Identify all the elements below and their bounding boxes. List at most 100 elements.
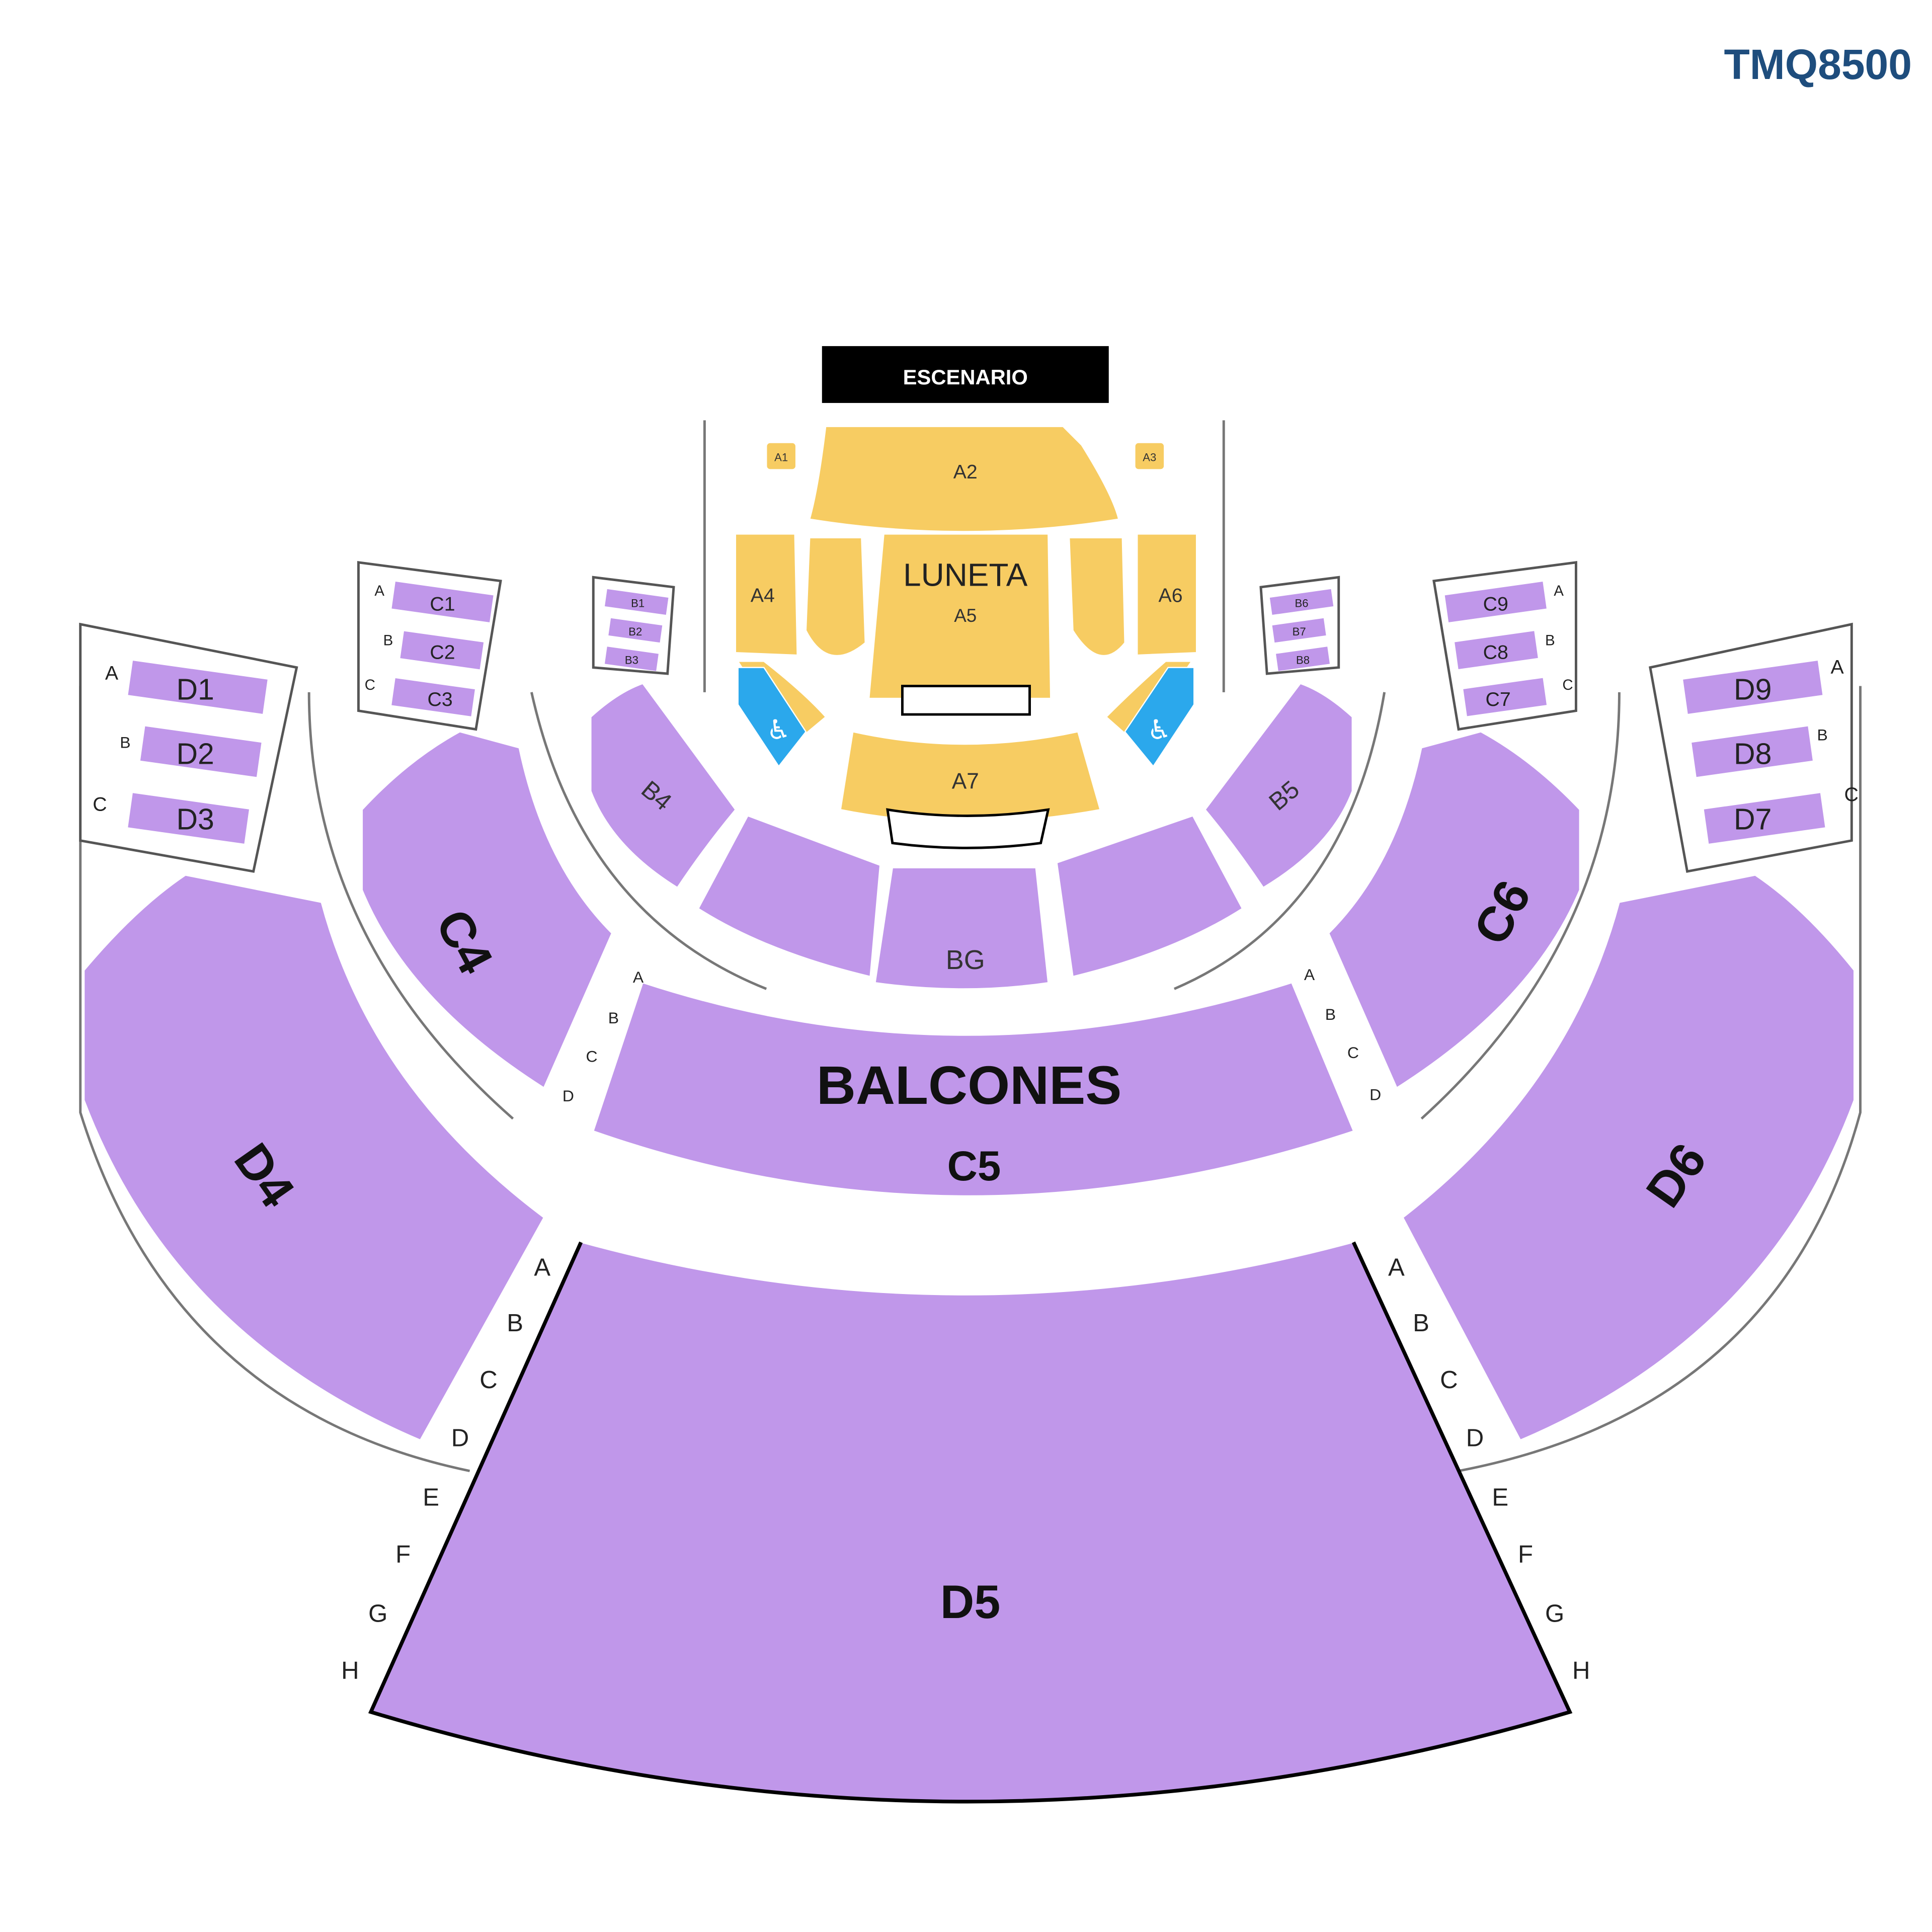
box-b8[interactable] [1275,647,1330,671]
section-b-right[interactable] [1056,815,1243,978]
row-label: C [586,1047,598,1065]
box-d9[interactable] [1683,661,1823,714]
row-label: A [1388,1254,1405,1281]
row-label: B [1413,1310,1429,1337]
box-b3[interactable] [604,647,659,671]
box-c1[interactable] [391,582,494,622]
row-label: C [1347,1043,1359,1062]
section-label-a7: A7 [952,769,979,793]
stage-label: ESCENARIO [903,365,1028,389]
box-b6[interactable] [1269,589,1334,615]
row-label: C [1440,1366,1458,1394]
section-d4[interactable] [83,874,545,1441]
section-bg[interactable] [874,867,1049,990]
box-c9[interactable] [1444,582,1547,622]
row-label: B [120,733,130,751]
accessible-seating-right[interactable] [1124,667,1195,768]
box-label-d1: D1 [176,674,214,706]
box-d1[interactable] [128,661,268,714]
box-c8[interactable] [1455,631,1538,669]
row-label: C [365,677,375,693]
row-label: D [562,1087,574,1105]
row-label: E [1492,1484,1508,1511]
box-d2[interactable] [140,726,262,777]
row-label: G [368,1600,387,1627]
section-a6[interactable] [1137,533,1197,656]
box-c2[interactable] [400,631,484,670]
box-d7[interactable] [1704,793,1825,844]
row-label: B [1817,726,1828,744]
row-label: C [93,793,107,816]
box-label-d9: D9 [1734,674,1772,706]
box-label-b1: B1 [631,597,645,609]
section-a5[interactable] [868,533,1052,699]
section-label-a2: A2 [953,461,978,483]
row-label: B [1545,632,1555,649]
section-label-a1: A1 [774,451,788,463]
section-b4[interactable] [590,683,737,889]
section-d5-border [368,1241,1573,1804]
box-label-c9: C9 [1483,593,1508,615]
row-label: B [1325,1005,1336,1023]
row-label: A [374,583,384,599]
row-label: C [1562,677,1573,693]
section-label-d5: D5 [940,1575,1000,1628]
box-label-c7: C7 [1486,688,1511,710]
box-label-d8: D8 [1734,738,1772,770]
section-a1[interactable] [765,442,797,470]
box-d8[interactable] [1692,726,1813,777]
box-label-d2: D2 [176,738,214,770]
section-label-a6: A6 [1159,584,1183,606]
section-a4[interactable] [735,533,798,656]
venue-outline [79,420,1862,1473]
section-label-c5: C5 [947,1142,1001,1189]
box-label-d3: D3 [176,803,214,836]
box-label-c8: C8 [1483,641,1508,663]
section-b-left[interactable] [697,815,881,978]
row-label: H [341,1657,359,1684]
box-label-b3: B3 [625,654,638,666]
section-c4[interactable] [361,731,613,1089]
wheelchair-icon: ♿ [1147,715,1171,745]
sound-booth [886,808,1050,849]
box-label-b6: B6 [1295,597,1309,609]
box-label-b2: B2 [628,625,642,638]
row-label: D [451,1424,469,1452]
section-label-a4: A4 [751,584,775,606]
row-label: A [105,662,119,684]
row-label: B [383,632,393,649]
box-b1[interactable] [605,589,669,615]
section-b5[interactable] [1204,683,1353,889]
box-label-c3: C3 [428,688,453,710]
box-label-b7: B7 [1293,625,1306,638]
row-label: F [395,1541,411,1568]
row-label: E [423,1484,439,1511]
accessible-seating-left[interactable] [737,667,807,768]
section-label-a5: A5 [954,605,977,626]
stage [822,346,1109,403]
row-label: A [1304,965,1315,984]
section-c5[interactable] [592,982,1354,1197]
section-a4b[interactable] [805,537,866,657]
row-label: C [479,1366,497,1394]
row-label: B [608,1009,619,1027]
row-label: C [1844,783,1859,806]
section-a6b[interactable] [1068,537,1125,657]
box-d3[interactable] [128,793,250,844]
section-c6[interactable] [1328,731,1581,1089]
section-d6[interactable] [1402,874,1855,1441]
row-label: F [1518,1541,1533,1568]
section-d5[interactable] [370,1241,1571,1803]
section-a3[interactable] [1134,442,1165,470]
box-label-c1: C1 [430,593,455,615]
section-a2[interactable] [809,426,1119,532]
box-b7[interactable] [1272,618,1326,643]
box-b2[interactable] [608,618,663,643]
control-booth [901,685,1031,716]
row-label: A [633,968,644,986]
box-c3[interactable] [391,678,475,716]
map-id: TMQ8500 [1724,41,1912,88]
box-c7[interactable] [1463,678,1547,716]
box-label-d7: D7 [1734,803,1772,836]
